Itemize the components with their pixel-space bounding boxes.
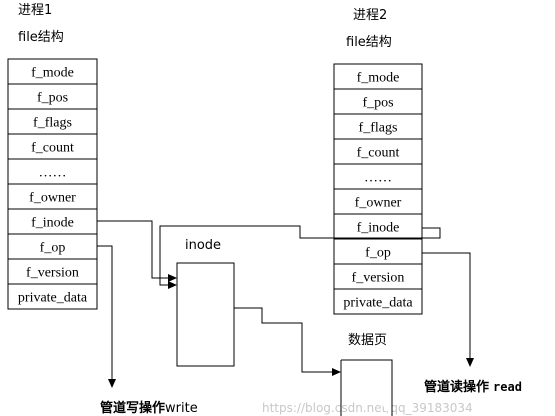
process2-field-label: f_version [352,271,405,286]
process1-field-label: f_op [40,241,66,256]
process2-field-cell [333,188,423,215]
process1-field-label: f_owner [29,191,76,206]
data-page-box [340,359,393,416]
process1-field-label: f_inode [31,216,74,231]
process2-field-label: private_data [343,296,413,311]
p1-write-connector [97,245,116,388]
read-op-prefix: 管道读操作 [424,379,489,395]
process1-field-label: f_flags [33,116,72,131]
process1-field-cell [7,183,98,210]
process1-field-cell [7,83,98,110]
process1-file-struct: f_mode f_pos f_flags f_count …… f_owner f_inod… [7,58,98,310]
process1-field-label: …… [39,166,67,181]
p1-inode-connector [97,220,177,282]
write-op-label: 管道写操作write [100,400,198,416]
process2-field-cell [333,88,423,115]
read-op-label: 管道读操作 read [424,379,522,395]
process1-field-label: f_mode [31,66,74,81]
process2-field-cell [333,213,423,240]
process1-subtitle: file结构 [18,30,64,45]
process2-field-label: f_owner [355,196,402,211]
process1-field-cell [7,233,98,260]
inode-label: inode [185,238,221,253]
process2-field-cell [333,288,423,315]
read-op-name: read [493,380,522,394]
write-op-name: write [165,401,198,416]
process2-field-label: f_mode [357,71,400,86]
process2-field-label: f_op [365,246,391,261]
process2-field-cell [333,238,423,265]
p2-read-connector [422,252,474,367]
process1-field-label: private_data [18,291,88,306]
process1-field-label: f_count [31,141,74,156]
inode-box [176,262,235,367]
write-op-prefix: 管道写操作 [100,400,165,416]
process2-field-label: f_flags [359,121,398,136]
process1-field-label: f_pos [37,91,68,106]
process2-field-cell [333,63,423,90]
process2-field-label: f_pos [362,96,393,111]
process1-title: 进程1 [18,3,52,18]
data-page-label: 数据页 [348,333,387,348]
process2-field-cell [333,138,423,165]
process2-field-label: …… [364,171,392,186]
process2-field-label: f_inode [357,221,400,236]
process1-field-cell [7,133,98,160]
watermark-text: https://blog.csdn.net/qq_39183034 [262,401,473,415]
process2-file-struct: f_mode f_pos f_flags f_count …… f_owner f_inod… [333,63,423,315]
process2-title: 进程2 [353,8,387,23]
inode-to-page-connector [234,307,341,376]
process2-subtitle: file结构 [346,35,392,50]
p2-inode-connector [159,225,441,289]
process1-field-cell [7,58,98,85]
process2-field-cell [333,263,423,290]
process2-field-label: f_count [357,146,400,161]
process1-field-label: f_version [26,266,79,281]
process1-field-cell [7,283,98,310]
